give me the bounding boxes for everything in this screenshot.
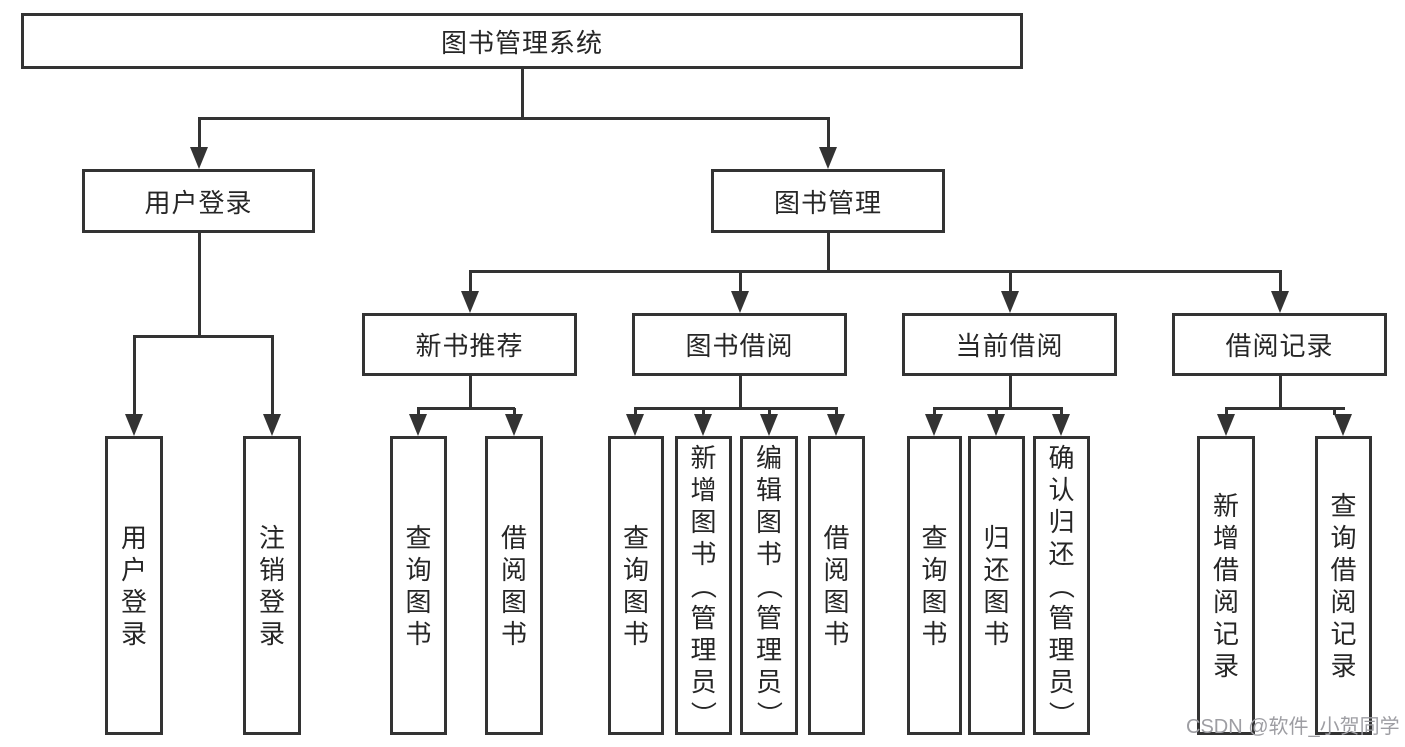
arrow-down-icon [409,414,427,436]
leaf-user-login: 用户登录 [105,436,163,735]
arrow-down-icon [819,147,837,169]
connector-hline [933,407,1063,410]
leaf-logout-label: 注销登录 [258,522,285,649]
leaf-edit-book-admin: 编辑图书（管理员） [740,436,798,735]
leaf-user-login-label: 用户登录 [120,522,147,649]
leaf-add-borrow-record: 新增借阅记录 [1197,436,1255,735]
leaf-query-books-borrow: 查询图书 [608,436,664,735]
leaf-borrow-books-recommend-label: 借阅图书 [500,522,527,649]
leaf-borrow-books-recommend: 借阅图书 [485,436,543,735]
arrow-down-icon [1217,414,1235,436]
connector-hline [417,407,515,410]
node-new-book-recommend-label: 新书推荐 [415,331,524,361]
node-book-management: 图书管理 [711,169,945,233]
arrow-down-icon [1334,414,1352,436]
arrow-down-icon [190,147,208,169]
leaf-add-book-admin: 新增图书（管理员） [675,436,732,735]
connector-vline [827,233,830,271]
node-book-management-label: 图书管理 [773,187,882,218]
leaf-add-borrow-record-label: 新增借阅记录 [1212,490,1239,681]
node-borrow-records: 借阅记录 [1172,313,1387,376]
node-book-borrow-label: 图书借阅 [685,331,794,361]
connector-vline [1279,376,1282,408]
connector-vline [271,336,274,415]
connector-vline [1333,408,1336,415]
connector-vline [513,408,516,415]
connector-vline [739,376,742,408]
connector-vline [827,118,830,148]
connector-vline [634,408,637,415]
arrow-down-icon [1052,414,1070,436]
connector-vline [702,408,705,415]
arrow-down-icon [987,414,1005,436]
connector-vline [1225,408,1228,415]
arrow-down-icon [694,414,712,436]
connector-vline [933,408,936,415]
connector-vline [995,408,998,415]
leaf-logout: 注销登录 [243,436,301,735]
leaf-query-books-recommend-label: 查询图书 [405,522,432,649]
leaf-query-books-current: 查询图书 [907,436,962,735]
connector-hline [469,270,1282,273]
leaf-query-books-borrow-label: 查询图书 [622,522,649,649]
connector-vline [1279,271,1282,292]
node-borrow-records-label: 借阅记录 [1225,331,1334,361]
connector-vline [1060,408,1063,415]
arrow-down-icon [125,414,143,436]
connector-hline [133,335,274,338]
arrow-down-icon [263,414,281,436]
connector-hline [198,117,830,120]
connector-vline [417,408,420,415]
node-book-borrow: 图书借阅 [632,313,847,376]
connector-vline [133,336,136,415]
arrow-down-icon [731,291,749,313]
arrow-down-icon [1271,291,1289,313]
connector-vline [198,118,201,148]
leaf-query-borrow-record-label: 查询借阅记录 [1330,490,1357,681]
leaf-borrow-books-label: 借阅图书 [823,522,850,649]
arrow-down-icon [827,414,845,436]
connector-vline [739,271,742,292]
leaf-query-borrow-record: 查询借阅记录 [1315,436,1372,735]
connector-vline [521,69,524,118]
connector-hline [1225,407,1345,410]
leaf-edit-book-admin-label: 编辑图书（管理员） [753,442,784,727]
arrow-down-icon [461,291,479,313]
arrow-down-icon [925,414,943,436]
node-current-borrow-label: 当前借阅 [955,331,1064,361]
connector-vline [469,376,472,408]
node-user-login-label: 用户登录 [144,187,253,218]
leaf-query-books-current-label: 查询图书 [921,522,948,649]
connector-vline [469,271,472,292]
node-root-label: 图书管理系统 [440,27,603,58]
node-root: 图书管理系统 [21,13,1023,69]
arrow-down-icon [626,414,644,436]
arrow-down-icon [1001,291,1019,313]
connector-vline [1009,376,1012,408]
connector-vline [198,233,201,336]
connector-hline [634,407,838,410]
leaf-confirm-return-admin: 确认归还（管理员） [1033,436,1090,735]
node-current-borrow: 当前借阅 [902,313,1117,376]
csdn-watermark: CSDN @软件_小贺同学 [1186,716,1400,738]
leaf-confirm-return-admin-label: 确认归还（管理员） [1046,442,1077,727]
leaf-query-books-recommend: 查询图书 [390,436,447,735]
arrow-down-icon [760,414,778,436]
leaf-return-books: 归还图书 [968,436,1025,735]
node-new-book-recommend: 新书推荐 [362,313,577,376]
node-user-login: 用户登录 [82,169,315,233]
leaf-add-book-admin-label: 新增图书（管理员） [688,442,719,727]
leaf-borrow-books: 借阅图书 [808,436,865,735]
connector-vline [768,408,771,415]
arrow-down-icon [505,414,523,436]
leaf-return-books-label: 归还图书 [983,522,1010,649]
connector-vline [835,408,838,415]
connector-vline [1009,271,1012,292]
